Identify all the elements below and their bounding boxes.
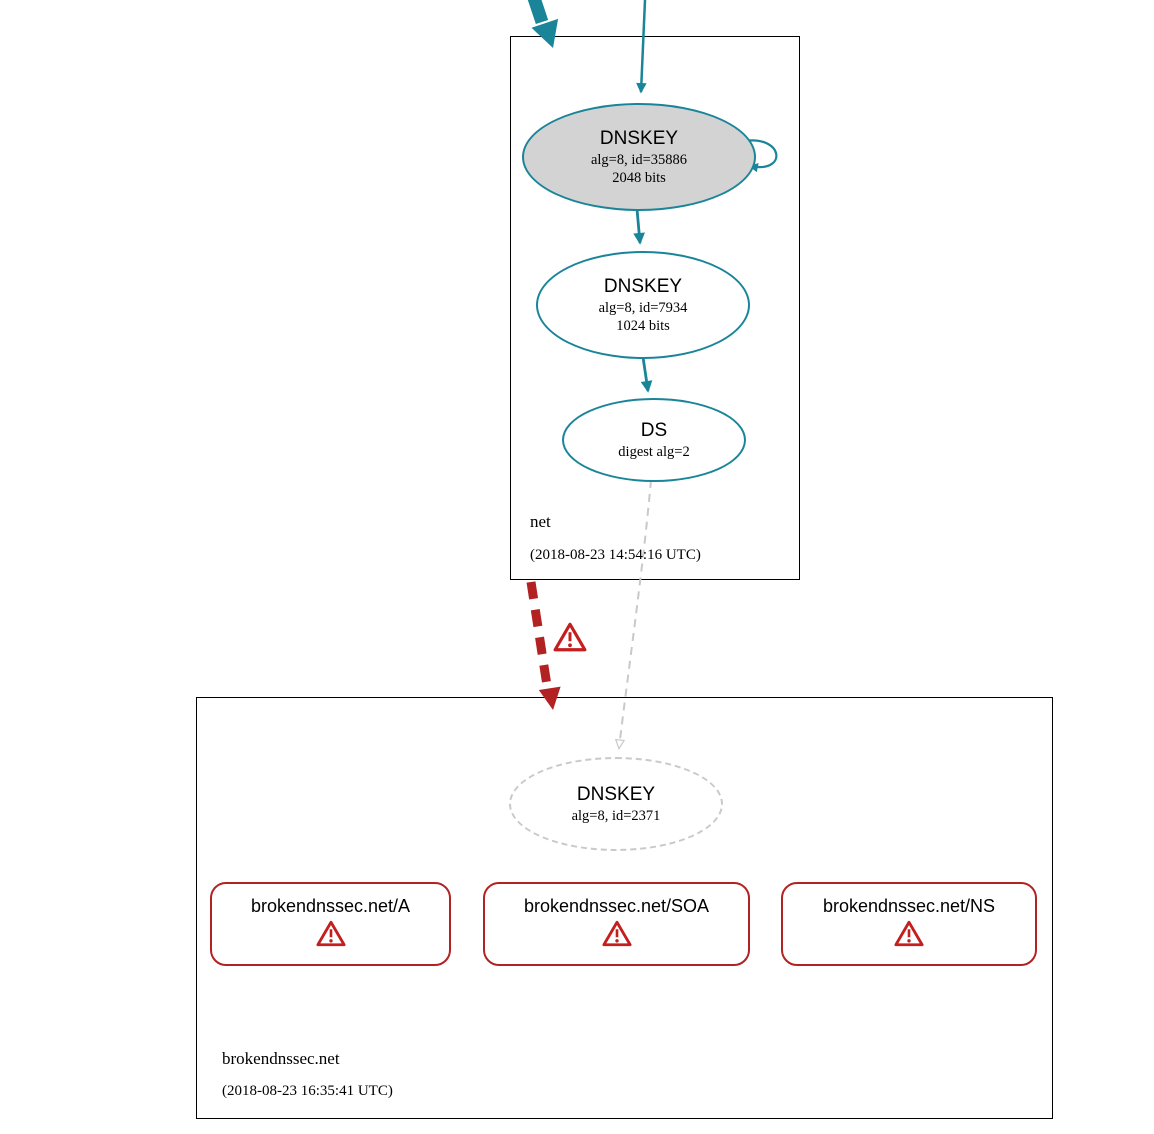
node-detail: digest alg=2 [618, 443, 690, 460]
node-title: DNSKEY [599, 128, 679, 149]
warning-icon [894, 920, 924, 952]
zone-timestamp-brokendnssec: (2018-08-23 16:35:41 UTC) [222, 1083, 393, 1099]
node-detail: alg=8, id=2371 [571, 807, 661, 824]
node-title: DS [640, 420, 668, 442]
rrset-a: brokendnssec.net/A [210, 882, 451, 966]
node-dnskey-broken: DNSKEY alg=8, id=2371 [509, 757, 723, 851]
edge-bogus-delegation [526, 581, 553, 693]
node-detail: alg=8, id=7934 [598, 299, 688, 316]
rrset-label: brokendnssec.net/A [250, 896, 411, 916]
node-detail: alg=8, id=35886 [590, 151, 688, 168]
zone-label-brokendnssec: brokendnssec.net [222, 1049, 340, 1068]
zone-timestamp-net: (2018-08-23 14:54:16 UTC) [530, 547, 701, 563]
warning-icon [315, 920, 346, 952]
rrset-label: brokendnssec.net/SOA [523, 896, 710, 916]
node-ds: DS digest alg=2 [562, 398, 746, 482]
rrset-ns: brokendnssec.net/NS [781, 882, 1037, 966]
node-title: DNSKEY [603, 276, 683, 297]
node-dnskey-ksk: DNSKEY alg=8, id=35886 2048 bits [522, 103, 756, 211]
rrset-label: brokendnssec.net/NS [822, 896, 996, 916]
node-title: DNSKEY [576, 784, 656, 806]
warning-icon [553, 622, 587, 657]
rrset-soa: brokendnssec.net/SOA [483, 882, 750, 966]
edge-incoming-thick [527, 0, 549, 25]
node-detail: 1024 bits [616, 317, 670, 334]
warning-icon [601, 920, 632, 952]
zone-label-net: net [530, 512, 551, 531]
node-dnskey-zsk: DNSKEY alg=8, id=7934 1024 bits [536, 251, 750, 359]
node-detail: 2048 bits [612, 169, 666, 186]
